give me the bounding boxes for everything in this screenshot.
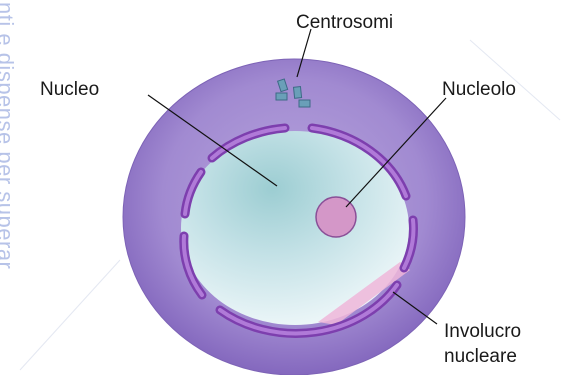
label-nucleolo: Nucleolo — [442, 79, 516, 101]
background-line — [20, 260, 120, 370]
label-involucro-line1: Involucro — [444, 321, 521, 343]
label-nucleo: Nucleo — [40, 79, 99, 101]
label-involucro-line2: nucleare — [444, 346, 517, 368]
label-centrosomi: Centrosomi — [296, 12, 393, 34]
